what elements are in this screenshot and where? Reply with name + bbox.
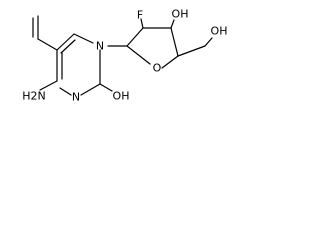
bond-o-c1prime [126,45,151,65]
bond-c6-n1 [73,33,94,44]
bond-c1-c2prime [126,27,144,47]
atom-n3-label: N [72,91,80,104]
bond-c4-nh2 [39,80,58,91]
atom-n1-label: N [96,40,104,53]
bond-c5prime-oh [204,37,213,47]
bond-c2-n3 [80,83,101,96]
chemical-structure: N H2N N OH F OH O OH [22,8,228,104]
bond-c4prime-c5prime [177,45,206,57]
bond-c4prime-o [161,55,179,69]
bond-c3-c4prime [170,27,179,57]
bond-c3prime-oh [170,19,175,29]
atom-oh5-label: OH [211,25,228,38]
atom-oh2-label: OH [113,90,130,103]
atom-oh3-label: OH [172,8,189,21]
bond-c5-c6 [56,33,75,51]
atom-f-label: F [137,9,143,22]
furanose-ring [107,27,179,69]
bond-c5-c6-double [60,39,76,54]
atom-oring-label: O [153,62,162,75]
bond-c2prime-f [140,18,144,29]
atom-nh2-label: H2N [22,90,46,103]
vinyl-group [32,15,58,51]
bond-c5-vinyl [37,38,58,51]
bond-n3-c4 [59,87,72,96]
pyrimidine-ring [56,33,101,96]
bond-c2-oh [99,83,113,92]
